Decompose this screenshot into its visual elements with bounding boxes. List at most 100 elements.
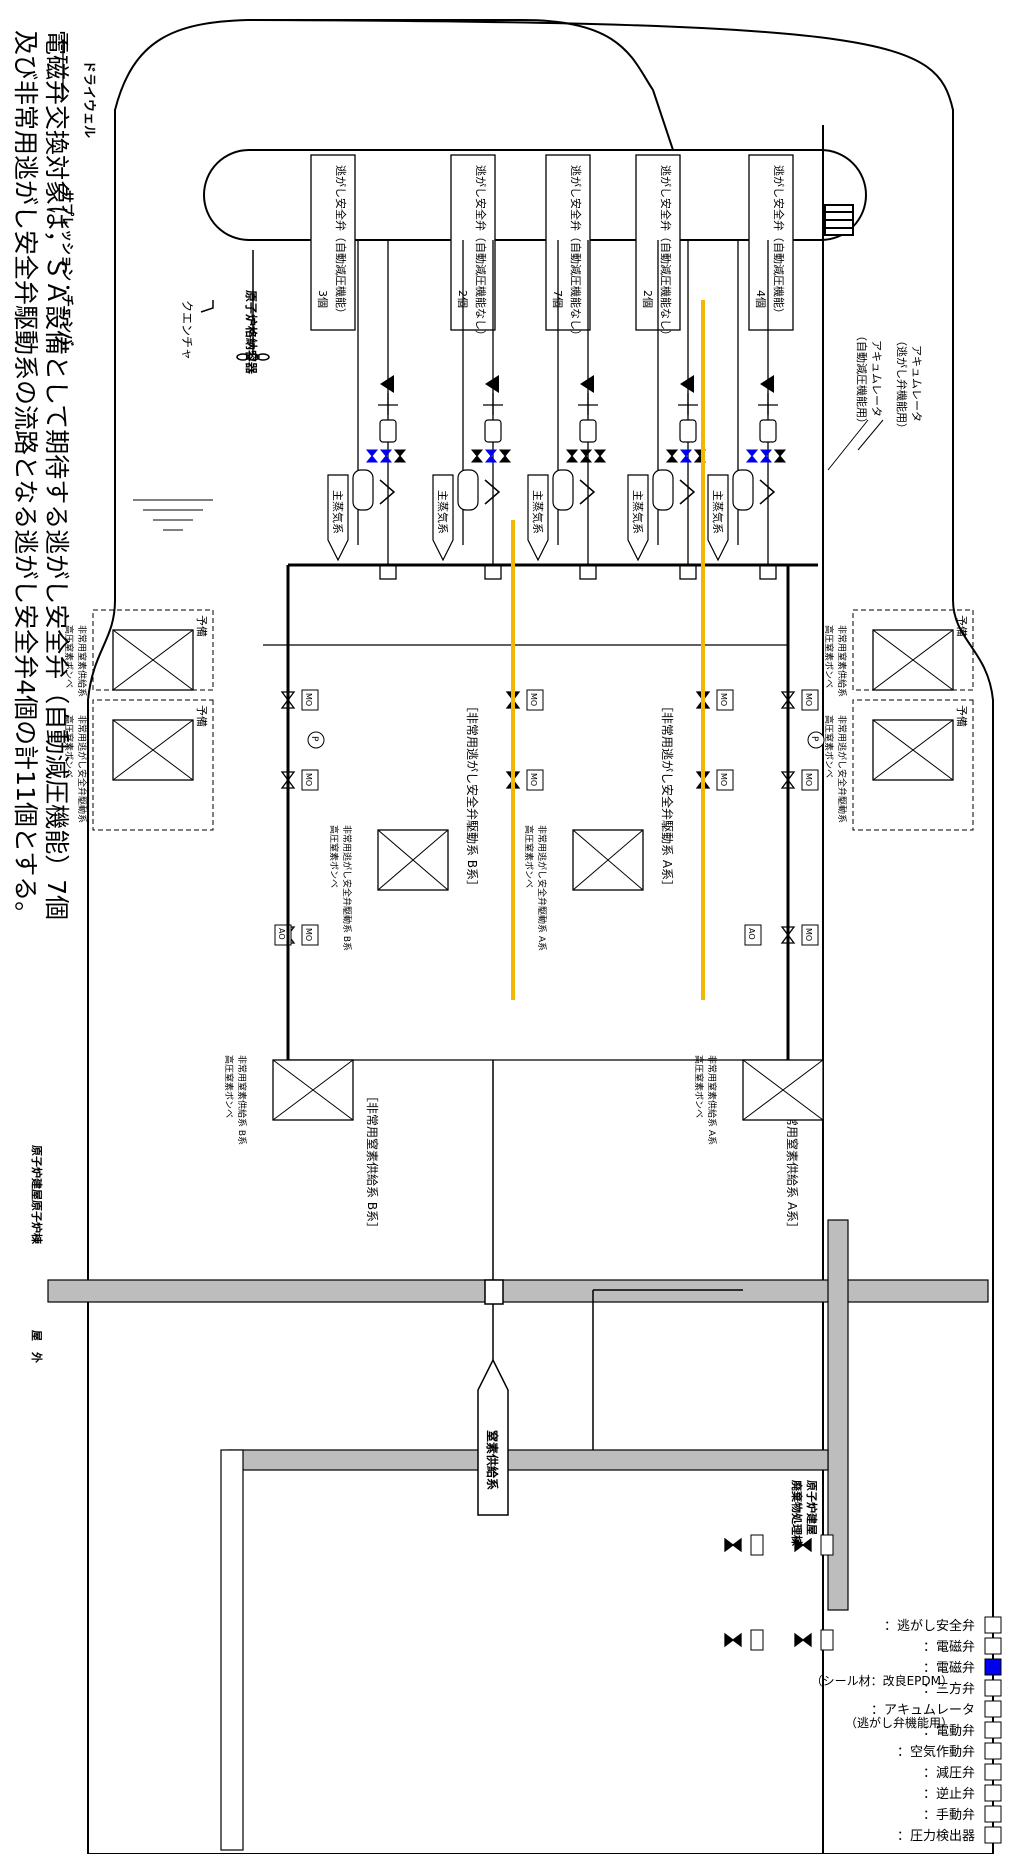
check-valve-icon: [379, 479, 396, 505]
srv-icon: [380, 375, 394, 393]
wall-cap: [820, 1629, 834, 1651]
legend-item-7: ：空気作動弁: [897, 1742, 1002, 1760]
legend-label: ：手動弁: [923, 1808, 975, 1823]
drywell-label: ドライウェル: [81, 60, 96, 138]
cylinder-label: 非常用窒素供給系 A系: [706, 1055, 718, 1145]
spare-label: 予備: [955, 615, 968, 637]
main-steam-tag: [527, 474, 549, 562]
mo-tag-text: MO: [529, 693, 538, 706]
water-level-marks: [133, 499, 213, 531]
srv-icon: [760, 375, 774, 393]
nitrogen-supply-label: 窒素供給系: [485, 1430, 500, 1490]
srv-group-1: 逃がし安全弁（自動減圧機能）4個: [748, 154, 794, 331]
wall-cap: [750, 1534, 764, 1556]
drive-a-label: ［非常用逃がし安全弁駆動系 A系］: [660, 700, 675, 892]
main-steam-tag: [432, 474, 454, 562]
solenoid-valve-icon: [665, 449, 679, 463]
srv-icon: [580, 375, 594, 393]
accumulator-icon: [379, 419, 397, 443]
legend-item-3: ：電磁弁（シール材：改良EPDM）: [811, 1658, 1002, 1688]
containment-vessel: [87, 19, 994, 1854]
spare-frame: [92, 699, 214, 831]
outdoor-label: 屋 外: [30, 1330, 44, 1363]
solenoid-valve-icon: [593, 449, 607, 463]
accumulator-icon: [579, 419, 597, 443]
srv-group-5: 逃がし安全弁（自動減圧機能） 3個: [310, 154, 356, 331]
cylinder-label: 高圧窒素ボンベ: [63, 715, 75, 778]
n2-a-label: ［非常用窒素供給系 A系］: [785, 1090, 800, 1234]
legend-item-9: ：逆止弁: [923, 1784, 1002, 1802]
srv-group-name: 逃がし安全弁（自動減圧機能なし）: [659, 165, 673, 341]
cylinder-label: 高圧窒素ボンベ: [693, 1055, 705, 1118]
srv-spring: [578, 393, 598, 415]
main-steam-label: 主蒸気系: [711, 490, 725, 534]
mo-tag: [301, 924, 319, 946]
cylinder-label: 高圧窒素ボンベ: [823, 625, 835, 688]
mo-tag: [526, 689, 544, 711]
srv-row-3: 主蒸気系: [527, 240, 607, 580]
legend-label: ：減圧弁: [923, 1765, 975, 1781]
srv-group-3: 逃がし安全弁（自動減圧機能なし）7個: [545, 154, 591, 341]
mo-tag: [801, 689, 819, 711]
accum-relief-title: アキュムレータ: [910, 345, 923, 422]
solenoid-valve-icon: [498, 449, 512, 463]
cylinder-cross: [872, 629, 954, 691]
main-steam-label: 主蒸気系: [436, 490, 450, 534]
solenoid-valve-epdm-icon: [365, 449, 379, 463]
pressure-gauge-icon: [307, 731, 325, 749]
solenoid-valve-epdm-icon: [679, 449, 693, 463]
cylinder-cross: [272, 1059, 354, 1121]
wall-valve-1: [794, 1537, 812, 1553]
srv-spring: [378, 393, 398, 415]
solenoid-valve-icon: [470, 449, 484, 463]
legend-sub: （逃がし弁機能用）: [845, 1715, 953, 1730]
srv-row-1: 主蒸気系: [707, 240, 787, 580]
drive-b-label: ［非常用逃がし安全弁駆動系 B系］: [465, 700, 480, 892]
solenoid-valve-icon: [393, 449, 407, 463]
legend-item-5: ：アキュムレータ（逃がし弁機能用）: [845, 1700, 1002, 1730]
spare-label: 予備: [195, 615, 208, 637]
pressure-tag: P: [809, 736, 819, 742]
containment-label: 原子炉格納容器: [244, 290, 259, 375]
wall-valve-4: [724, 1632, 742, 1648]
pressure-tag: P: [309, 736, 319, 742]
cylinder-label: 非常用窒素供給系 B系: [236, 1055, 248, 1145]
check-valve-icon: [679, 479, 696, 505]
main-lines: [263, 563, 818, 1061]
srv-spring: [483, 393, 503, 415]
mo-tag-text: MO: [719, 693, 728, 706]
mo-tag-text: MO: [304, 928, 313, 941]
accum-auto-title: アキュムレータ: [870, 340, 883, 417]
legend-item-10: ：手動弁: [923, 1805, 1002, 1823]
srv-group-count: 3個: [316, 290, 329, 308]
waste-building-label-2: 廃棄物処理棟: [790, 1480, 804, 1547]
drive-lines: [511, 300, 705, 1000]
accum-relief-sub: （逃がし弁機能用）: [895, 335, 909, 434]
reactor-header: [203, 149, 867, 241]
main-steam-tag: [627, 474, 649, 562]
reactor-building-label: 原子炉建屋原子炉棟: [30, 1145, 44, 1245]
check-valve-icon: [579, 479, 596, 505]
cylinder-label: 高圧窒素ボンベ: [63, 625, 75, 688]
pressure-gauge-icon: [984, 1826, 1002, 1844]
mo-tag: [301, 769, 319, 791]
accumulator-ads-icon: [652, 469, 674, 511]
penetration-block: [579, 564, 597, 580]
title-line1: 電磁弁交換対象は，ＳＡ設備として期待する逃がし安全弁（自動減圧機能）7個: [42, 30, 71, 920]
main-steam-label: 主蒸気系: [531, 490, 545, 534]
srv-group-name: 逃がし安全弁（自動減圧機能）: [334, 165, 348, 319]
cylinder-cross: [377, 829, 449, 891]
legend-label: ：電磁弁: [923, 1661, 975, 1676]
legend-label: ：三方弁: [923, 1681, 975, 1697]
wall-valve-3: [794, 1632, 812, 1648]
accum-callouts: アキュムレータ （自動減圧機能用） アキュムレータ （逃がし弁機能用）: [827, 330, 923, 471]
